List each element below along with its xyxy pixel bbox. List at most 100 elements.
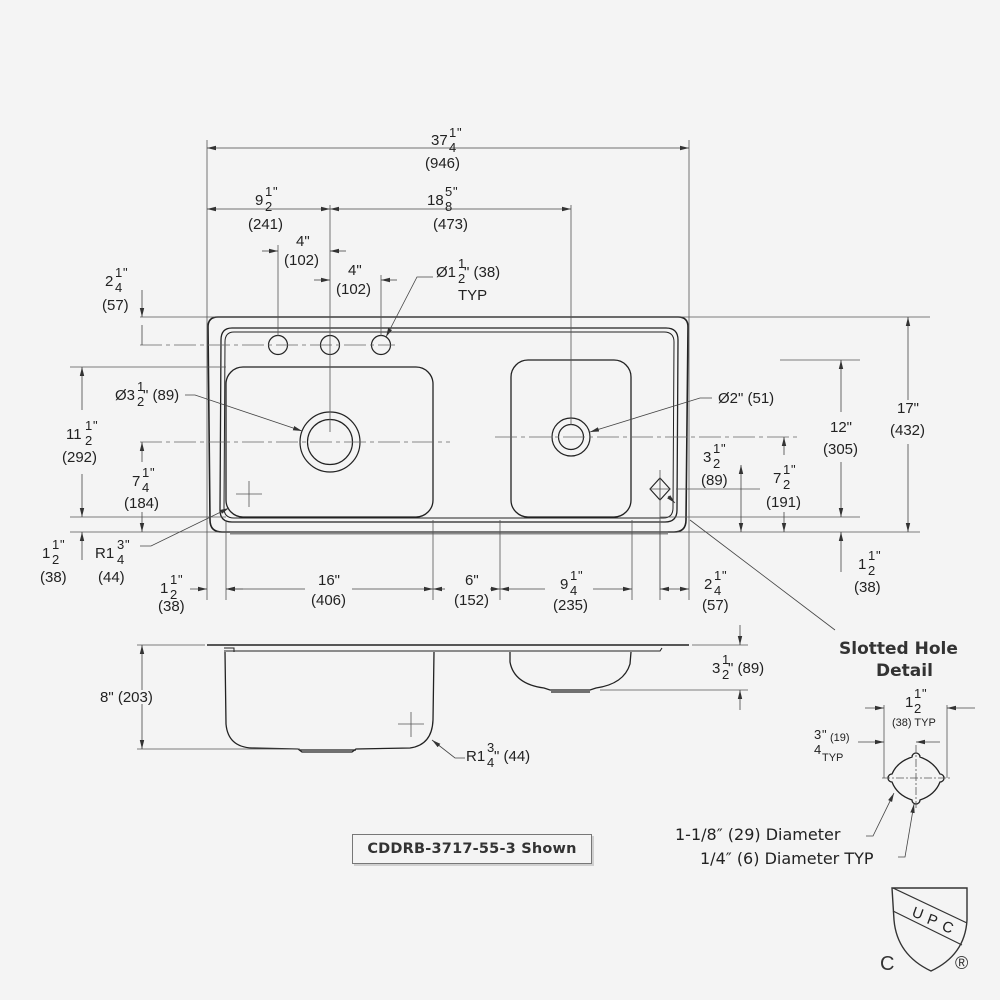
svg-text:" (89): " (89) — [728, 660, 764, 677]
label-right-bowl-length: 12" (305) — [823, 419, 858, 458]
svg-text:1: 1 — [160, 580, 168, 597]
extension-line — [137, 644, 748, 750]
label-right-drain-diameter: Ø2" (51) — [718, 390, 774, 407]
svg-text:(38): (38) — [854, 579, 881, 596]
label-faucet-offset: 9 1 2 " (241) — [248, 184, 283, 233]
front-view-right-bowl — [509, 651, 632, 691]
label-slot-offset: 3 4 " (19) TYP — [814, 727, 850, 764]
svg-text:2: 2 — [137, 394, 144, 409]
svg-text:(102): (102) — [284, 252, 319, 269]
svg-text:2: 2 — [914, 701, 921, 716]
svg-text:U: U — [910, 904, 926, 924]
leader-faucet-hole — [385, 276, 433, 338]
svg-text:" (89): " (89) — [143, 387, 179, 404]
label-divider-width: 6" (152) — [454, 572, 489, 609]
svg-text:": " — [876, 548, 881, 563]
svg-text:C: C — [940, 918, 956, 938]
svg-text:(305): (305) — [823, 441, 858, 458]
sink-front-view — [207, 644, 689, 753]
upc-shield-icon — [891, 887, 968, 972]
front-view-rim-lip — [224, 647, 235, 652]
label-slotted-hole-offset: 3 1 2 " (89) — [701, 441, 728, 489]
svg-text:8: 8 — [445, 199, 452, 214]
svg-text:(292): (292) — [62, 449, 97, 466]
svg-text:4: 4 — [115, 280, 122, 295]
svg-text:(38) TYP: (38) TYP — [892, 717, 936, 729]
extension-line — [883, 705, 948, 778]
slotted-hole-detail: Slotted Hole Detail 1 1 2 " (38) TYP 3 4… — [675, 639, 975, 868]
svg-text:1: 1 — [905, 694, 913, 711]
upc-letters: U P C — [910, 904, 956, 938]
front-view-rim-lower — [224, 647, 663, 652]
slotted-hole-title-line2: Detail — [876, 661, 933, 681]
note-hole-diameter: 1-1/8″ (29) Diameter — [675, 825, 841, 844]
label-faucet-spacing-1: 4" (102) — [284, 233, 319, 269]
svg-text:2: 2 — [722, 667, 729, 682]
svg-text:(191): (191) — [766, 494, 801, 511]
svg-text:1: 1 — [783, 462, 790, 477]
label-right-front-ledge: 1 1 2 " (38) — [854, 548, 881, 596]
label-left-bowl-width: 16" (406) — [311, 572, 346, 609]
label-front-ledge: 1 1 2 " (38) — [40, 537, 67, 586]
svg-text:4: 4 — [814, 742, 821, 757]
svg-text:1: 1 — [458, 256, 465, 271]
leader-corner-radius — [140, 507, 230, 547]
svg-text:(19): (19) — [830, 732, 850, 744]
svg-text:3: 3 — [487, 740, 494, 755]
front-view-radius-crosshair — [398, 712, 424, 737]
svg-text:1: 1 — [142, 465, 149, 480]
svg-text:3: 3 — [712, 660, 720, 677]
leader-slotted-hole-arrow — [667, 495, 676, 504]
leader-left-drain — [185, 394, 303, 432]
svg-text:4: 4 — [714, 583, 721, 598]
label-bottom-radius: R1 3 4 " (44) — [466, 740, 530, 770]
svg-text:": " — [791, 462, 796, 477]
svg-text:": " — [457, 125, 462, 140]
sink-top-view — [140, 316, 800, 590]
label-overall-width: 37 1 4 " (946) — [425, 125, 462, 172]
svg-text:TYP: TYP — [822, 752, 843, 764]
svg-text:37: 37 — [431, 132, 448, 149]
label-faucet-hole-diameter: Ø1 1 2 " (38) TYP — [436, 256, 500, 304]
svg-text:2: 2 — [170, 587, 177, 602]
svg-text:7: 7 — [773, 470, 781, 487]
svg-text:1: 1 — [265, 184, 272, 199]
svg-text:(184): (184) — [124, 495, 159, 512]
svg-text:": " — [922, 686, 927, 701]
label-faucet-setback: 2 1 4 " (57) — [102, 265, 129, 314]
label-left-bowl-depth: 8" (203) — [100, 689, 153, 706]
label-right-side-ledge: 2 1 4 " (57) — [702, 568, 729, 614]
svg-text:": " — [125, 537, 130, 552]
upc-shield-band — [892, 887, 968, 946]
svg-text:4: 4 — [142, 480, 149, 495]
svg-text:": " — [273, 184, 278, 199]
svg-text:(102): (102) — [336, 281, 371, 298]
label-bowl-center-spacing: 18 5 8 " (473) — [427, 184, 468, 233]
svg-text:9: 9 — [255, 192, 263, 209]
svg-text:": " — [822, 727, 827, 742]
svg-text:1: 1 — [52, 537, 59, 552]
top-view-dimensions — [70, 140, 930, 631]
svg-text:(946): (946) — [425, 155, 460, 172]
svg-text:": " — [578, 568, 583, 583]
slotted-hole-shape — [887, 752, 945, 805]
label-faucet-spacing-2: 4" (102) — [336, 262, 371, 298]
svg-text:": " — [123, 265, 128, 280]
svg-text:18: 18 — [427, 192, 444, 209]
svg-text:(473): (473) — [433, 216, 468, 233]
svg-text:(406): (406) — [311, 592, 346, 609]
svg-text:R1: R1 — [466, 748, 485, 765]
svg-text:1: 1 — [449, 125, 456, 140]
svg-text:(38): (38) — [158, 598, 185, 615]
svg-text:2: 2 — [52, 552, 59, 567]
svg-text:1: 1 — [137, 379, 144, 394]
svg-text:": " — [93, 418, 98, 433]
label-left-bowl-length: 11 1 2 " (292) — [62, 418, 98, 466]
svg-text:Ø3: Ø3 — [115, 387, 135, 404]
svg-text:Ø1: Ø1 — [436, 264, 456, 281]
svg-text:" (44): " (44) — [494, 748, 530, 765]
leader-right-drain — [589, 397, 712, 433]
svg-text:12": 12" — [830, 419, 852, 436]
svg-text:4": 4" — [348, 262, 362, 279]
svg-text:(432): (432) — [890, 422, 925, 439]
